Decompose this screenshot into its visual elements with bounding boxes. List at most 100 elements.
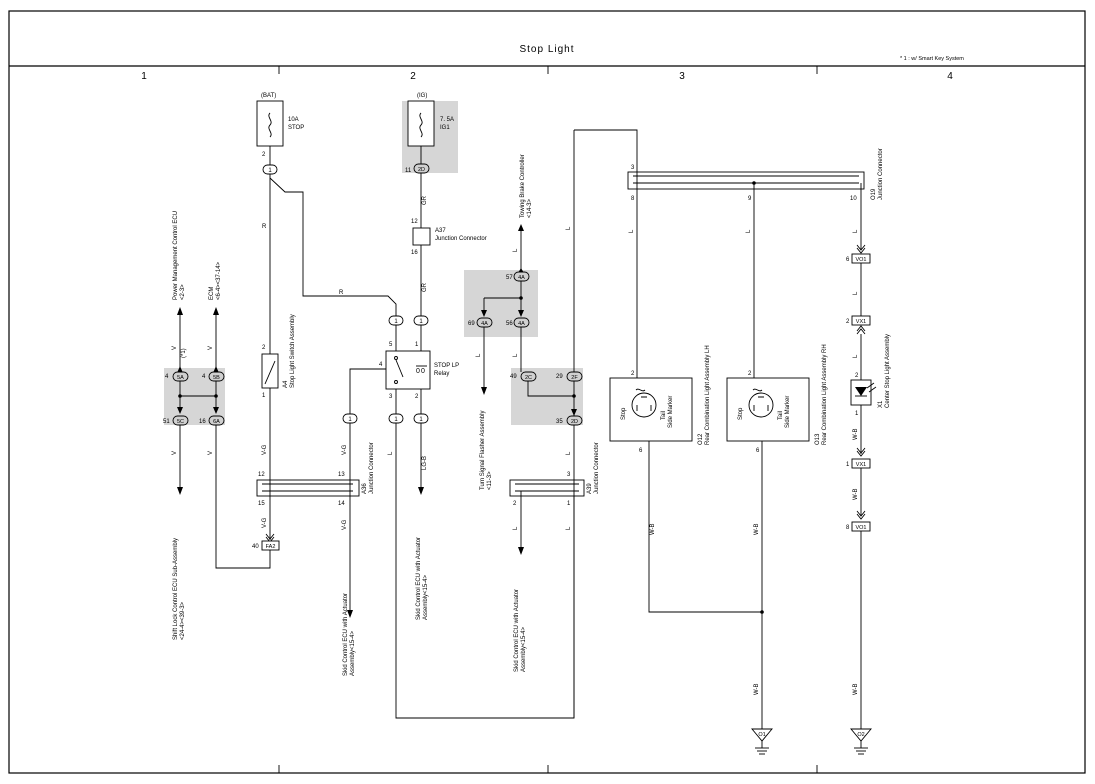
a37-id: A37 <box>435 228 446 234</box>
relay-sub: Relay <box>434 371 449 377</box>
shift-lock-label: Shift Lock Control ECU Sub-Assembly <box>173 538 179 640</box>
column-label-4: 4 <box>947 71 953 82</box>
stop-light-switch <box>261 353 279 389</box>
skid3-label: Skid Control ECU with Actuator <box>514 589 520 672</box>
diagram-frame <box>8 10 1086 774</box>
connector-5c <box>172 415 189 426</box>
svg-text:Stop: Stop <box>738 407 744 420</box>
svg-text:11: 11 <box>405 168 412 174</box>
svg-text:W-B: W-B <box>853 488 859 500</box>
svg-text:1: 1 <box>415 342 419 348</box>
svg-text:VX1: VX1 <box>856 462 866 468</box>
a36-name: Junction Connector <box>369 442 375 494</box>
svg-text:13: 13 <box>338 472 345 478</box>
svg-text:12: 12 <box>411 219 418 225</box>
svg-text:0: 0 <box>421 368 425 375</box>
svg-text:29: 29 <box>556 374 563 380</box>
connector-4a-56 <box>513 317 530 328</box>
x1-id: X1 <box>878 400 884 408</box>
svg-text:5A: 5A <box>177 375 184 381</box>
skid3-ref: Assembly<15-4> <box>521 626 527 672</box>
column-ticks <box>278 66 818 773</box>
o12-name: Rear Combination Light Assembly LH <box>705 345 711 445</box>
skid2-label: Skid Control ECU with Actuator <box>416 537 422 620</box>
svg-text:L: L <box>853 354 859 358</box>
svg-text:V-G: V-G <box>262 444 268 455</box>
svg-text:R: R <box>339 290 344 296</box>
connector-4a-57 <box>513 271 530 282</box>
a37-name: Junction Connector <box>435 236 487 242</box>
turn-signal-ref: <11-3> <box>487 471 493 490</box>
ground-o2 <box>850 728 872 742</box>
a4-name: Stop Light Switch Assembly <box>290 314 296 388</box>
svg-text:L: L <box>566 451 572 455</box>
a39-name: Junction Connector <box>594 442 600 494</box>
ig-label: (IG) <box>417 93 427 99</box>
svg-text:2: 2 <box>846 319 850 325</box>
svg-text:O2: O2 <box>857 732 864 738</box>
svg-text:V: V <box>208 451 214 455</box>
svg-text:L: L <box>746 229 752 233</box>
connector-2f <box>566 371 583 382</box>
svg-text:1: 1 <box>419 417 423 423</box>
svg-text:2F: 2F <box>571 375 578 381</box>
svg-text:5C: 5C <box>177 419 184 425</box>
svg-text:56: 56 <box>506 321 513 327</box>
pm-ecu-ref: <2-3> <box>180 284 186 300</box>
connector-vx1-top <box>851 315 871 326</box>
o13-name: Rear Combination Light Assembly RH <box>822 344 828 445</box>
svg-text:L: L <box>629 229 635 233</box>
svg-text:Tail: Tail <box>778 411 784 420</box>
svg-text:VO1: VO1 <box>855 525 866 531</box>
fuse-ig1-amp: 7. 5A <box>440 117 454 123</box>
o12-filament-icon <box>635 388 646 392</box>
svg-text:57: 57 <box>506 275 513 281</box>
column-label-2: 2 <box>410 71 416 82</box>
svg-text:3: 3 <box>631 165 635 171</box>
o19-name: Junction Connector <box>878 148 884 200</box>
svg-text:14: 14 <box>338 501 345 507</box>
svg-text:L: L <box>476 353 482 357</box>
fuse-stop-name: STOP <box>288 125 304 131</box>
svg-text:L: L <box>513 248 519 252</box>
o19-junction <box>627 171 865 190</box>
pm-ecu-label: Power Management Control ECU <box>173 211 179 300</box>
a36-id: A36 <box>362 483 368 494</box>
svg-text:2: 2 <box>513 501 517 507</box>
svg-text:4: 4 <box>202 374 206 380</box>
svg-text:1: 1 <box>846 462 850 468</box>
svg-text:1: 1 <box>567 501 571 507</box>
ecm-label: ECM <box>209 287 215 300</box>
column-label-1: 1 <box>141 71 147 82</box>
connector-5b <box>208 371 225 382</box>
skid2-ref: Assembly<15-4> <box>423 574 429 620</box>
svg-text:Side Marker: Side Marker <box>668 396 674 428</box>
svg-text:4: 4 <box>379 362 383 368</box>
diagram-title: Stop Light <box>519 44 574 55</box>
svg-text:O1: O1 <box>758 732 765 738</box>
svg-text:16: 16 <box>199 419 206 425</box>
svg-text:1: 1 <box>419 319 423 325</box>
fuse-ig1-name: IG1 <box>440 125 450 131</box>
svg-text:V-G: V-G <box>342 444 348 455</box>
svg-text:49: 49 <box>510 374 517 380</box>
svg-text:L: L <box>853 229 859 233</box>
svg-text:W-B: W-B <box>853 683 859 695</box>
led-icon <box>855 387 867 396</box>
connector-fa2 <box>261 540 280 551</box>
connector-2d-top <box>413 163 430 174</box>
svg-text:5: 5 <box>389 342 393 348</box>
footnote: * 1 : w/ Smart Key System <box>900 56 964 62</box>
svg-text:L: L <box>566 526 572 530</box>
svg-text:6: 6 <box>846 257 850 263</box>
svg-text:8: 8 <box>846 525 850 531</box>
svg-text:6A: 6A <box>213 419 220 425</box>
bat-label: (BAT) <box>261 93 276 99</box>
svg-text:12: 12 <box>258 472 265 478</box>
svg-text:W-B: W-B <box>754 683 760 695</box>
svg-text:FA2: FA2 <box>266 544 276 550</box>
svg-text:GR: GR <box>422 282 428 292</box>
svg-text:1: 1 <box>394 417 398 423</box>
svg-text:VX1: VX1 <box>856 319 866 325</box>
svg-text:V: V <box>172 346 178 350</box>
